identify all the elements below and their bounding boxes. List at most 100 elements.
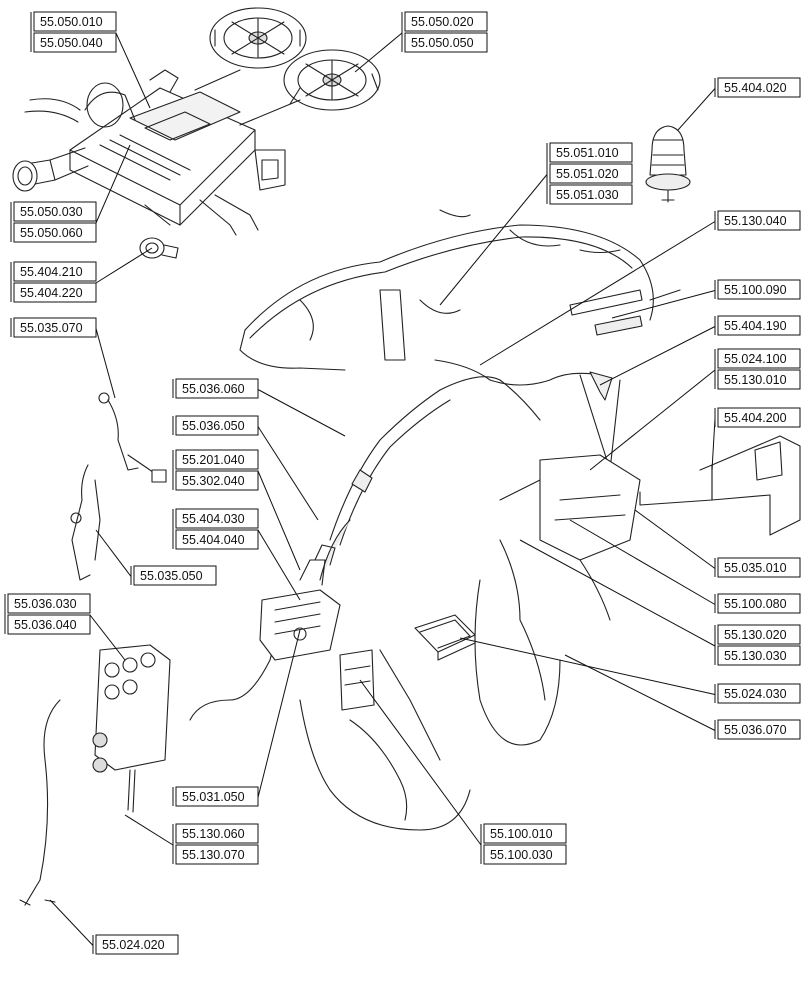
leader-line [599,326,716,386]
part-number-box [33,11,117,32]
part-number-label: 55.100.010 [490,827,553,841]
part-number-box [717,593,801,614]
part-number-box [175,823,259,844]
part-number-label: 55.035.010 [724,561,787,575]
part-number-box [7,593,91,614]
part-number-box [549,184,633,205]
part-number-label: 55.036.050 [182,419,245,433]
part-number-label: 55.130.020 [724,628,787,642]
part-number-box [717,279,801,300]
leader-line [124,814,174,846]
part-callout: 55.050.030 55.050.060 [10,201,97,243]
part-number-label: 55.051.020 [556,167,619,181]
main-harness-drawing [189,376,641,831]
leader-line [564,654,716,731]
part-callout: 55.050.010 55.050.040 [30,11,117,53]
part-number-label: 55.024.030 [724,687,787,701]
part-number-label: 55.024.020 [102,938,165,952]
part-number-box [13,261,97,282]
leader-line [519,539,716,647]
part-number-box [717,719,801,740]
leader-line [257,389,346,437]
part-number-box [483,823,567,844]
part-number-label: 55.100.030 [490,848,553,862]
leader-line [589,369,716,471]
part-number-label: 55.036.060 [182,382,245,396]
part-callout: 55.035.070 [10,317,97,338]
part-number-box [175,508,259,529]
leader-line [257,629,301,798]
part-number-label: 55.050.060 [20,226,83,240]
part-number-box [7,614,91,635]
part-callout: 55.404.020 [714,77,801,98]
part-number-box [717,369,801,390]
part-number-label: 55.404.030 [182,512,245,526]
cab-harness-drawing [239,209,681,471]
hvac-unit-drawing [24,69,286,236]
leader-line [95,247,153,284]
part-number-box [404,11,488,32]
part-number-box [13,317,97,338]
part-number-box [717,77,801,98]
part-number-label: 55.050.010 [40,15,103,29]
part-number-box [13,282,97,303]
part-number-box [13,222,97,243]
part-callout: 55.404.200 [714,407,801,428]
leader-line [611,290,716,319]
part-callout: 55.036.070 [714,719,801,740]
part-number-label: 55.035.050 [140,569,203,583]
part-callout: 55.404.190 [714,315,801,336]
part-callout: 55.100.010 55.100.030 [480,823,567,865]
switch-assembly-drawings [70,392,167,581]
part-number-box [175,529,259,550]
part-number-label: 55.050.040 [40,36,103,50]
leader-line [89,614,126,661]
part-number-box [717,683,801,704]
part-number-box [175,415,259,436]
part-number-label: 55.201.040 [182,453,245,467]
fuse-box-drawing [259,544,341,661]
hvac-blower-knob-drawing [12,147,89,192]
leader-line [634,509,716,569]
part-callout: 55.201.040 55.302.040 [172,449,259,491]
part-number-label: 55.404.200 [724,411,787,425]
part-number-label: 55.051.030 [556,188,619,202]
part-callout: 55.050.020 55.050.050 [401,11,488,53]
part-number-label: 55.100.080 [724,597,787,611]
leader-line [257,426,319,521]
leader-line [439,174,548,306]
part-number-label: 55.050.020 [411,15,474,29]
part-number-label: 55.130.040 [724,214,787,228]
leader-line [359,679,482,846]
leader-line [354,32,403,73]
part-number-label: 55.035.070 [20,321,83,335]
part-number-box [133,565,217,586]
part-number-label: 55.031.050 [182,790,245,804]
leader-line [257,529,301,601]
leader-line [49,899,94,946]
part-number-box [717,210,801,231]
part-number-box [175,844,259,865]
part-number-label: 55.036.070 [724,723,787,737]
part-callout: 55.024.020 [92,934,179,955]
leader-line [479,221,716,366]
part-callout: 55.024.030 [714,683,801,704]
part-number-box [717,645,801,666]
part-number-box [549,163,633,184]
leader-line [677,88,716,131]
part-number-label: 55.050.030 [20,205,83,219]
part-number-box [549,142,633,163]
part-number-label: 55.036.030 [14,597,77,611]
part-number-box [717,315,801,336]
part-number-box [483,844,567,865]
part-number-label: 55.036.040 [14,618,77,632]
battery-box-drawing [339,649,375,711]
part-number-label: 55.050.050 [411,36,474,50]
part-callout: 55.036.050 [172,415,259,436]
controller-module-drawing [414,614,476,661]
part-number-label: 55.302.040 [182,474,245,488]
part-number-box [175,470,259,491]
part-number-label: 55.404.220 [20,286,83,300]
